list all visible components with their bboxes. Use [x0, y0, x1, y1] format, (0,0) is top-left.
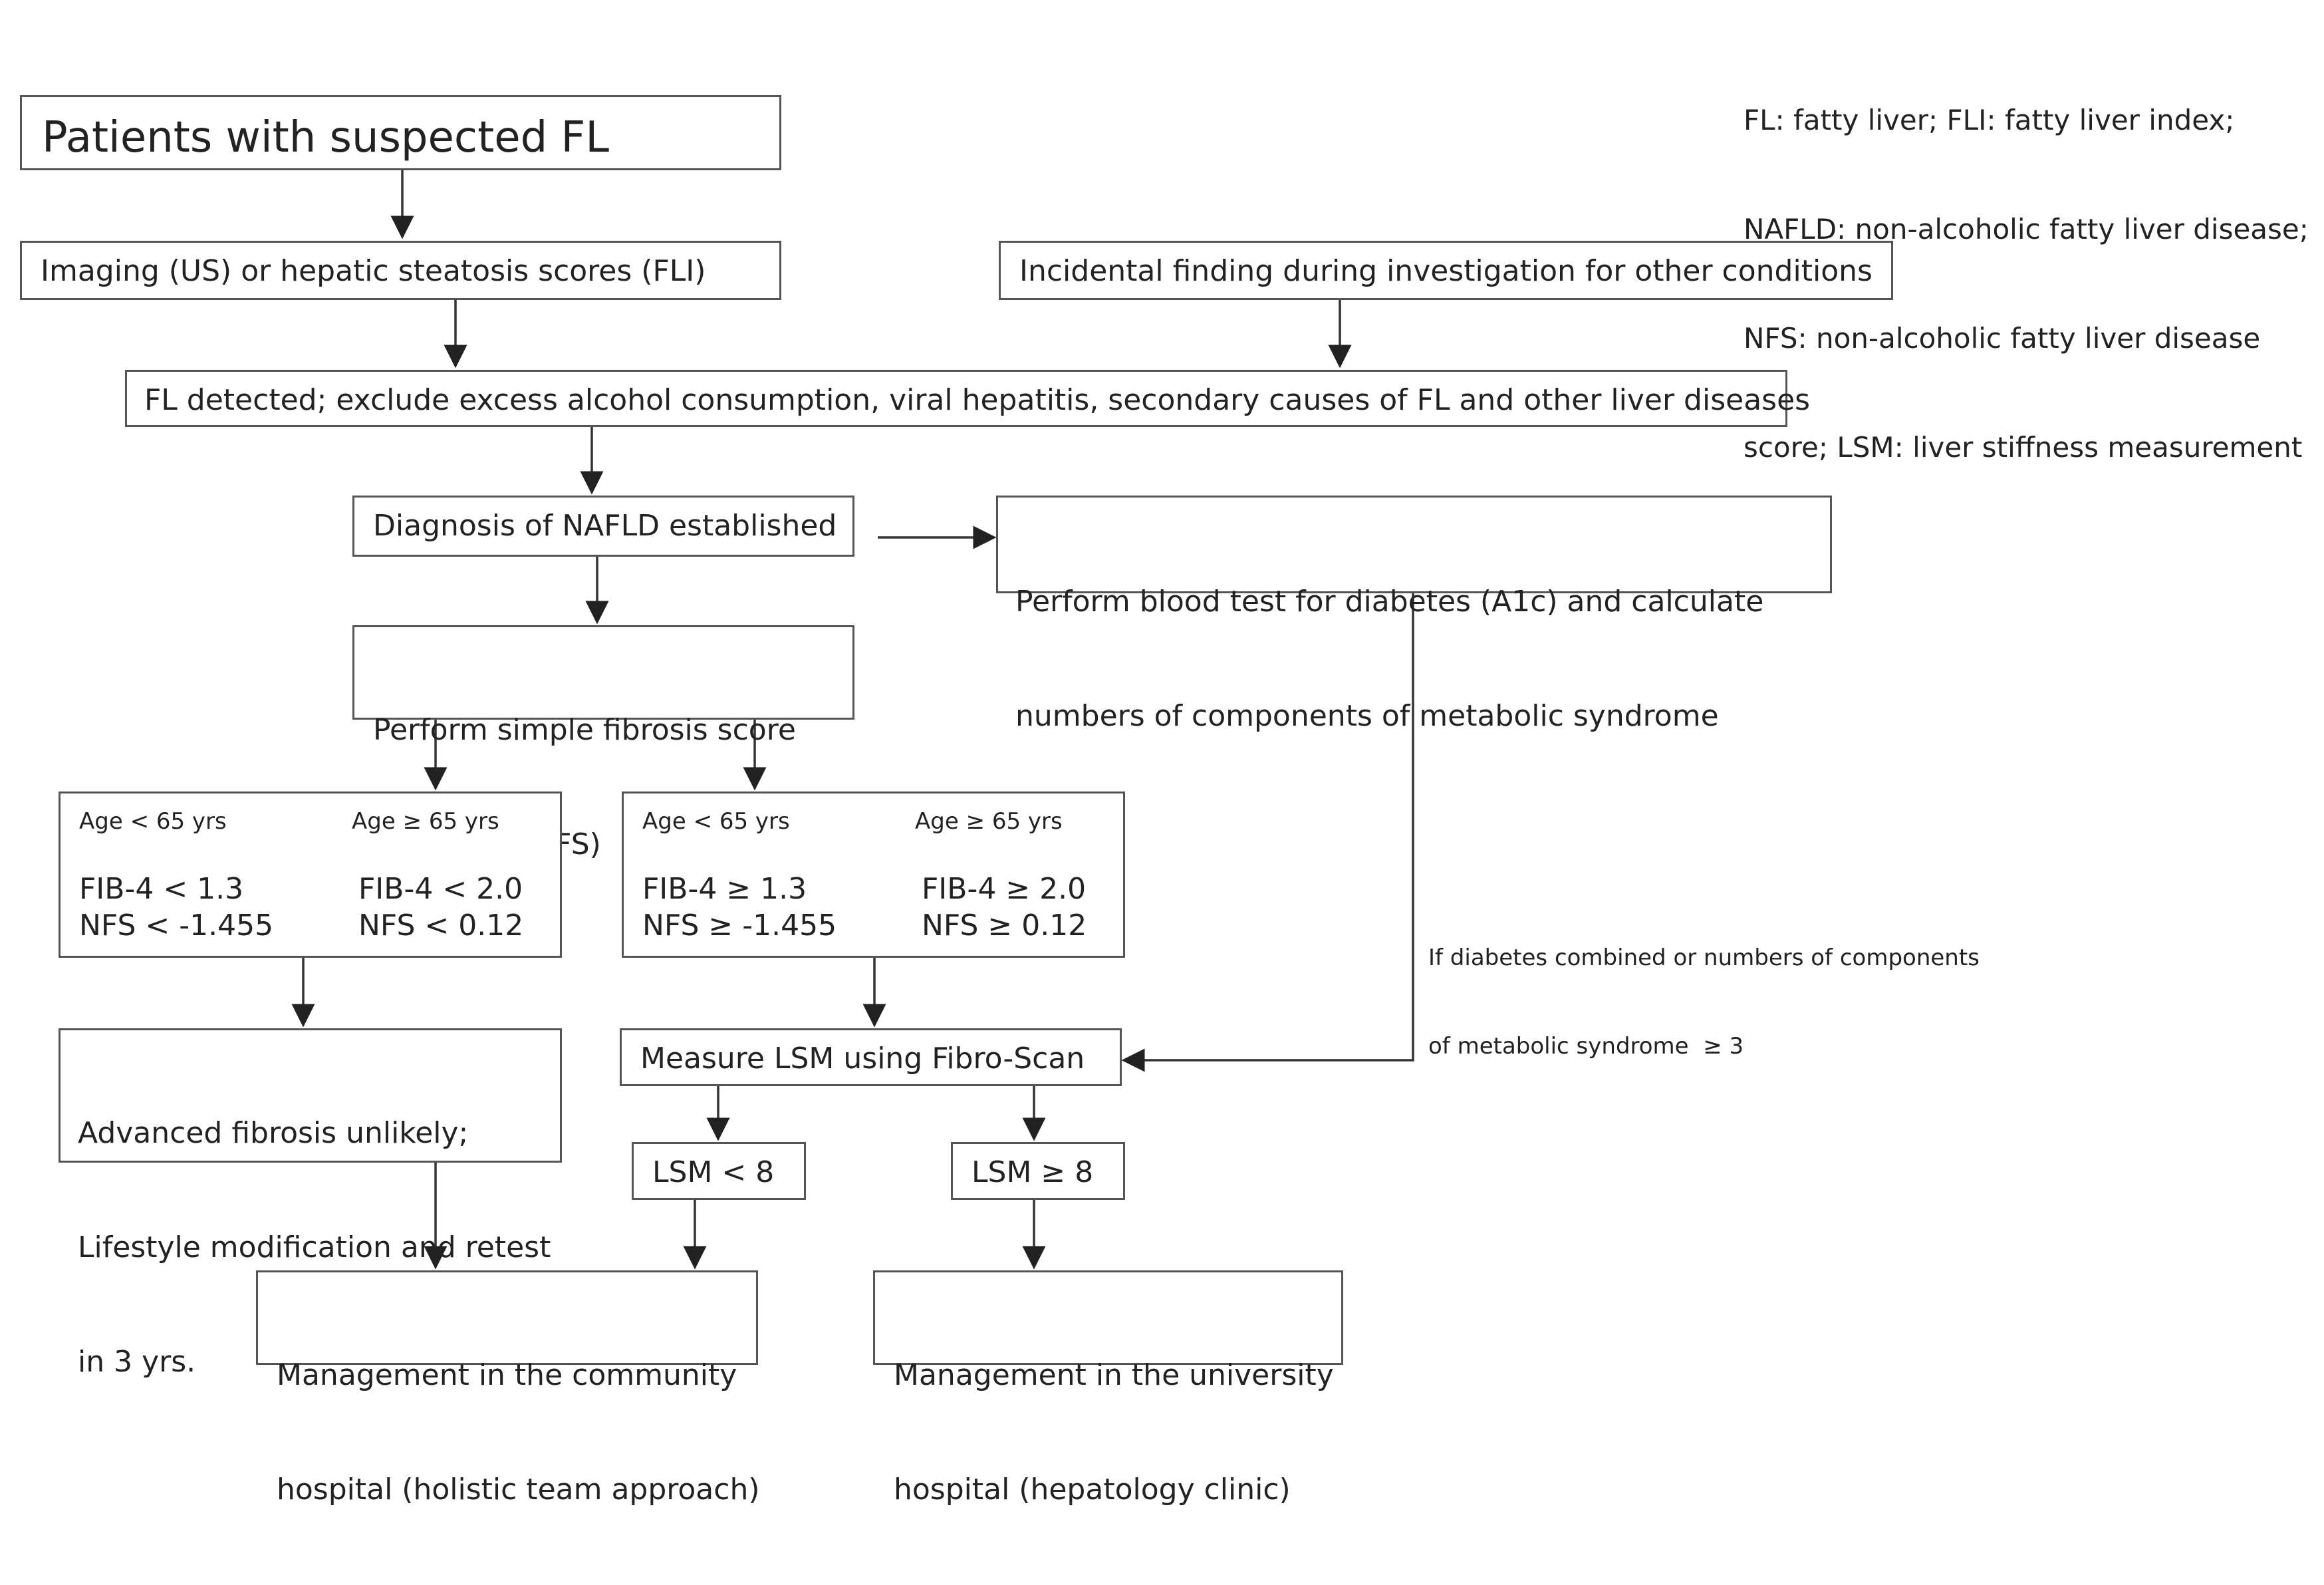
nfs-old-value: NFS ≥ 0.12	[922, 909, 1087, 942]
node-imaging: Imaging (US) or hepatic steatosis scores…	[20, 241, 781, 300]
nfs-old-value: NFS < 0.12	[358, 909, 524, 942]
node-label-line: Perform blood test for diabetes (A1c) an…	[1015, 585, 1764, 619]
age-young-label: Age < 65 yrs	[642, 808, 790, 835]
legend-line: FL: fatty liver; FLI: fatty liver index;	[1743, 104, 2235, 137]
node-label: LSM ≥ 8	[971, 1155, 1094, 1189]
node-label: Imaging (US) or hepatic steatosis scores…	[41, 254, 706, 288]
fib4-young-value: FIB-4 < 1.3	[79, 872, 244, 906]
nfs-young-value: NFS ≥ -1.455	[642, 909, 837, 942]
age-old-label: Age ≥ 65 yrs	[352, 808, 499, 835]
node-label: Diagnosis of NAFLD established	[373, 509, 837, 543]
node-fibrosis-score: Perform simple fibrosis score (FIB-4 and…	[352, 625, 854, 861]
node-measure-lsm: Measure LSM using Fibro-Scan	[620, 1028, 1122, 1086]
legend-line: NFS: non-alcoholic fatty liver disease	[1743, 321, 2261, 355]
node-label-line: Perform simple fibrosis score	[373, 713, 796, 748]
node-university-hospital: Management in the university hospital (h…	[873, 1270, 1343, 1507]
node-label: Advanced fibrosis unlikely; Lifestyle mo…	[78, 1038, 551, 1457]
node-fl-detected: FL detected; exclude excess alcohol cons…	[125, 370, 1810, 427]
node-label-line: Management in the community	[277, 1358, 737, 1393]
legend-line: NAFLD: non-alcoholic fatty liver disease…	[1743, 212, 2309, 245]
fib4-old-value: FIB-4 ≥ 2.0	[922, 872, 1087, 906]
fib4-young-value: FIB-4 ≥ 1.3	[642, 872, 807, 906]
node-nafld-diagnosis: Diagnosis of NAFLD established	[352, 496, 854, 557]
legend: FL: fatty liver; FLI: fatty liver index;…	[1743, 30, 2309, 502]
age-young-label: Age < 65 yrs	[79, 808, 227, 835]
node-label: LSM < 8	[652, 1155, 775, 1189]
node-incidental: Incidental finding during investigation …	[999, 241, 1893, 300]
nfs-young-value: NFS < -1.455	[79, 909, 274, 942]
node-label: Incidental finding during investigation …	[1019, 254, 1872, 288]
node-label: Patients with suspected FL	[42, 113, 609, 162]
fib4-old-value: FIB-4 < 2.0	[358, 872, 523, 906]
edge-label-line: of metabolic syndrome ≥ 3	[1428, 1032, 1744, 1060]
node-label-line: hospital (holistic team approach)	[277, 1472, 760, 1507]
node-label: Management in the university hospital (h…	[894, 1280, 1334, 1585]
edge-label-diabetes: If diabetes combined or numbers of compo…	[1428, 885, 1980, 1090]
connector-arrows	[291, 170, 1414, 1270]
edge-label-line: If diabetes combined or numbers of compo…	[1428, 944, 1980, 972]
arrow-blood-to-measure	[1121, 593, 1414, 1072]
node-label: Management in the community hospital (ho…	[277, 1280, 760, 1585]
node-label-line: Management in the university	[894, 1358, 1334, 1393]
node-label-line: Advanced fibrosis unlikely;	[78, 1116, 469, 1151]
node-label-line: Lifestyle modification and retest	[78, 1230, 551, 1264]
node-lsm-high: LSM ≥ 8	[951, 1142, 1125, 1200]
node-low-risk-criteria: Age < 65 yrs Age ≥ 65 yrs FIB-4 < 1.3 FI…	[59, 792, 562, 958]
node-lsm-low: LSM < 8	[632, 1142, 806, 1200]
node-label-line: hospital (hepatology clinic)	[894, 1472, 1291, 1507]
node-label-line: in 3 yrs.	[78, 1344, 196, 1379]
legend-line: score; LSM: liver stiffness measurement	[1743, 430, 2303, 464]
node-label: Measure LSM using Fibro-Scan	[640, 1042, 1085, 1076]
node-label: Perform blood test for diabetes (A1c) an…	[1015, 507, 1763, 811]
node-community-hospital: Management in the community hospital (ho…	[256, 1270, 760, 1507]
node-blood-test: Perform blood test for diabetes (A1c) an…	[996, 496, 1832, 733]
node-label: FL detected; exclude excess alcohol cons…	[144, 383, 1811, 417]
age-old-label: Age ≥ 65 yrs	[915, 808, 1063, 835]
node-fibrosis-unlikely: Advanced fibrosis unlikely; Lifestyle mo…	[59, 1028, 562, 1379]
node-high-risk-criteria: Age < 65 yrs Age ≥ 65 yrs FIB-4 ≥ 1.3 FI…	[622, 792, 1125, 958]
node-label-line: numbers of components of metabolic syndr…	[1015, 698, 1719, 733]
node-suspected-fl: Patients with suspected FL	[20, 95, 781, 170]
